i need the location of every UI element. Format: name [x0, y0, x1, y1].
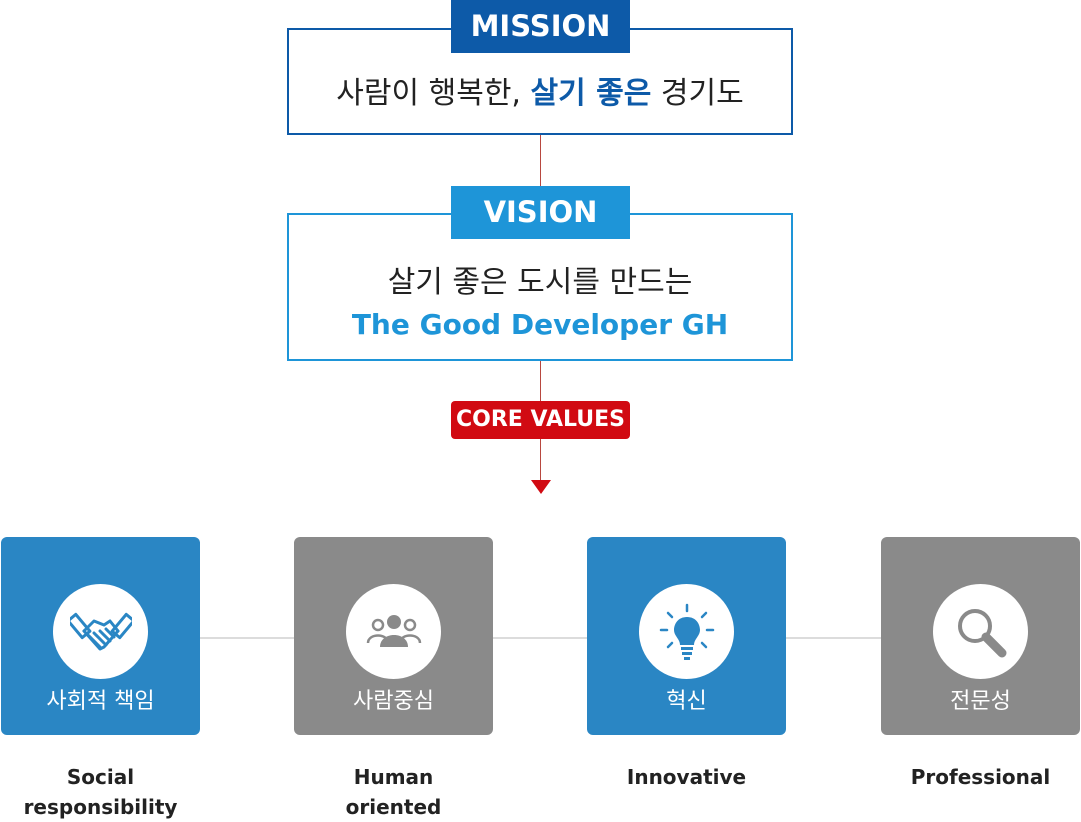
- value-title-ko: 사람중심: [353, 689, 434, 714]
- value-title-en: Innovative: [587, 762, 786, 792]
- lightbulb-icon-circle: [639, 584, 734, 679]
- value-card-innovative: 혁신: [587, 537, 786, 735]
- magnifier-icon: [957, 608, 1006, 657]
- value-title-en-line1: Innovative: [626, 765, 747, 789]
- people-icon-circle: [346, 584, 441, 679]
- vision-label: VISION: [451, 186, 630, 239]
- value-title-ko: 사회적 책임: [46, 689, 155, 714]
- value-title-en-line2: responsibility: [23, 795, 178, 819]
- people-icon: [366, 614, 421, 647]
- connector-core-arrow: [540, 439, 541, 481]
- core-values-connector: [100, 637, 980, 639]
- value-card-professional: 전문성: [881, 537, 1080, 735]
- mission-text-part1: 사람이 행복한,: [336, 76, 531, 111]
- value-card-social-responsibility: 사회적 책임: [1, 537, 200, 735]
- mission-text: 사람이 행복한, 살기 좋은 경기도: [289, 68, 791, 112]
- down-arrow-icon: [531, 480, 551, 494]
- value-title-en: Human oriented: [294, 762, 493, 822]
- value-title-ko: 혁신: [666, 689, 707, 714]
- core-values-label: CORE VALUES: [451, 401, 630, 439]
- magnifier-icon-circle: [933, 584, 1028, 679]
- value-title-en-line2: oriented: [345, 795, 442, 819]
- handshake-icon: [69, 612, 132, 650]
- connector-vision-core: [540, 361, 541, 401]
- value-title-en: Professional: [881, 762, 1080, 792]
- handshake-icon-circle: [53, 584, 148, 679]
- value-title-en-line1: Professional: [910, 765, 1051, 789]
- value-title-en-line1: Social: [66, 765, 135, 789]
- value-title-en-line1: Human: [353, 765, 434, 789]
- mission-text-highlight: 살기 좋은: [530, 76, 652, 111]
- connector-mission-vision: [540, 135, 541, 187]
- value-title-en: Social responsibility: [1, 762, 200, 822]
- vision-line2: The Good Developer GH: [351, 308, 729, 341]
- mission-text-part2: 경기도: [651, 76, 744, 111]
- mission-label: MISSION: [451, 0, 630, 53]
- value-title-ko: 전문성: [950, 689, 1011, 714]
- vision-line1: 살기 좋은 도시를 만드는: [387, 265, 693, 300]
- lightbulb-icon: [659, 603, 714, 660]
- value-card-human-oriented: 사람중심: [294, 537, 493, 735]
